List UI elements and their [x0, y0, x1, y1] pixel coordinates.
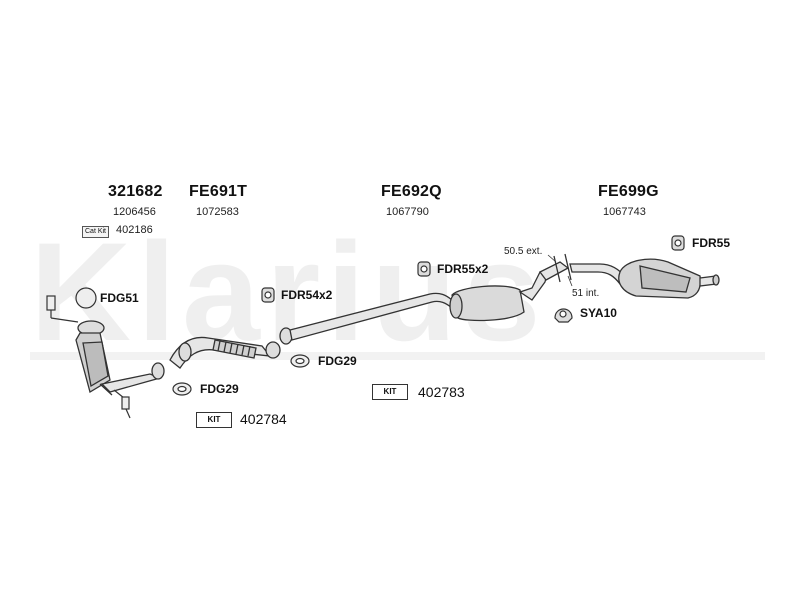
front-pipe-icon: [100, 362, 165, 393]
part-code-fe692q: FE692Q: [381, 183, 442, 200]
fdr55-hanger-icon: [671, 235, 685, 251]
part-number-1206456: 1206456: [113, 206, 156, 218]
cat-kit-number: 402186: [116, 224, 153, 236]
measurement-int: 51 int.: [572, 288, 600, 299]
label-fdg29-b: FDG29: [318, 354, 357, 368]
part-number-1067743: 1067743: [603, 206, 646, 218]
watermark-bar: [30, 352, 765, 360]
part-code-321682: 321682: [108, 183, 163, 200]
int-leader: [567, 275, 573, 287]
part-code-fe699g: FE699G: [598, 183, 659, 200]
ext-leader: [547, 254, 557, 263]
flex-pipe-icon: [169, 336, 281, 369]
fdg29-gasket-a-icon: [172, 382, 192, 396]
label-fdg51: FDG51: [100, 291, 139, 305]
kit-number-402783: 402783: [418, 384, 465, 400]
rear-pipe-icon: [539, 253, 627, 285]
label-fdr55: FDR55: [692, 236, 731, 250]
label-fdg29-a: FDG29: [200, 382, 239, 396]
centre-silencer-icon: [279, 269, 549, 345]
part-code-fe691t: FE691T: [189, 183, 248, 200]
sya10-clamp-icon: [554, 308, 573, 323]
part-number-1067790: 1067790: [386, 206, 429, 218]
part-number-1072583: 1072583: [196, 206, 239, 218]
kit-badge-2: KIT: [372, 384, 408, 400]
measurement-ext: 50.5 ext.: [504, 246, 543, 257]
catalytic-converter-icon: [75, 320, 113, 396]
fdr55x2-hanger-icon: [417, 261, 431, 277]
label-sya10: SYA10: [580, 306, 617, 320]
label-fdr55x2: FDR55x2: [437, 262, 489, 276]
kit-badge-1: KIT: [196, 412, 232, 428]
fdg29-gasket-b-icon: [290, 354, 310, 368]
oxygen-sensor-bottom-icon: [113, 389, 131, 419]
rear-silencer-icon: [618, 258, 720, 299]
fdg51-gasket-icon: [75, 287, 97, 309]
fdr54-hanger-icon: [261, 287, 275, 303]
oxygen-sensor-top-icon: [46, 295, 79, 323]
kit-number-402784: 402784: [240, 411, 287, 427]
cat-kit-badge: Cat Kit: [82, 226, 110, 238]
label-fdr54: FDR54x2: [281, 288, 333, 302]
